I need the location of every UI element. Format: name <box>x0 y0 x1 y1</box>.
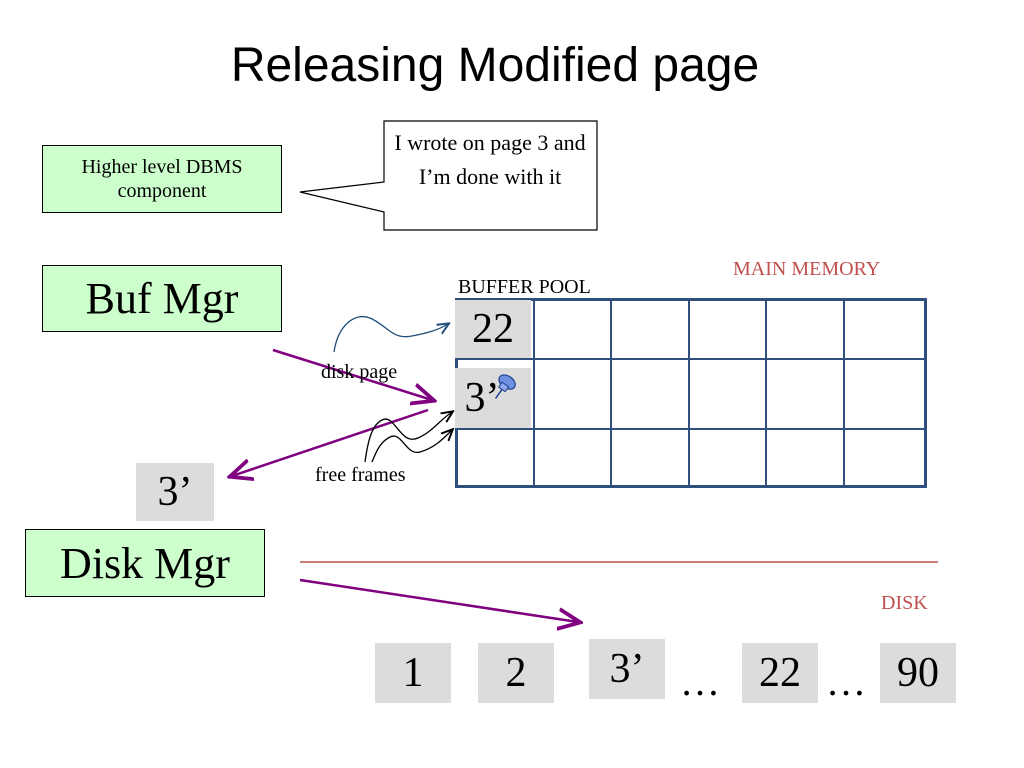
pool-page-3: 3’ <box>455 368 531 428</box>
disk-page-22: 22 <box>742 643 818 703</box>
pushpin-icon <box>495 374 516 399</box>
ellipsis: … <box>826 659 866 704</box>
higher-level-dbms-box: Higher level DBMS component <box>42 145 282 213</box>
disk-mgr-label: Disk Mgr <box>60 538 230 588</box>
disk-page-1-label: 1 <box>402 650 424 696</box>
pool-page-22-label: 22 <box>472 306 514 352</box>
grid-line <box>458 428 924 430</box>
disk-page-arrow <box>333 316 448 353</box>
disk-page-label: disk page <box>321 361 398 383</box>
disk-label: DISK <box>881 592 928 614</box>
disk-page-3-label: 3’ <box>609 646 645 692</box>
higher-level-dbms-label: Higher level DBMS component <box>81 156 243 202</box>
disk-page-2: 2 <box>478 643 554 703</box>
grid-line <box>765 301 767 485</box>
evicted-page-3: 3’ <box>136 463 214 521</box>
buffer-pool-label: BUFFER POOL <box>458 276 591 298</box>
diskmgr-to-disk-arrow <box>299 578 578 622</box>
grid-line <box>843 301 845 485</box>
slide-title: Releasing Modified page <box>230 39 760 92</box>
pool-to-evicted-arrow <box>232 408 429 476</box>
bufmgr-to-pool-arrow <box>272 348 432 400</box>
buf-mgr-label: Buf Mgr <box>85 274 239 323</box>
disk-page-90-label: 90 <box>897 650 939 696</box>
pool-page-3-label: 3’ <box>464 375 500 421</box>
ellipsis: … <box>680 659 720 704</box>
main-memory-label: MAIN MEMORY <box>733 258 881 280</box>
disk-page-3: 3’ <box>589 639 665 699</box>
evicted-page-3-label: 3’ <box>157 469 193 515</box>
grid-line <box>533 301 535 485</box>
disk-page-90: 90 <box>880 643 956 703</box>
grid-line <box>688 301 690 485</box>
grid-line <box>458 358 924 360</box>
disk-page-22-label: 22 <box>759 650 801 696</box>
disk-page-2-label: 2 <box>505 650 527 696</box>
pool-page-22: 22 <box>455 300 531 358</box>
disk-mgr-box: Disk Mgr <box>25 529 265 597</box>
grid-line <box>610 301 612 485</box>
disk-page-1: 1 <box>375 643 451 703</box>
speech-bubble-outline <box>299 120 598 231</box>
free-frame-arrow-2 <box>371 430 452 463</box>
buf-mgr-box: Buf Mgr <box>42 265 282 332</box>
free-frames-label: free frames <box>315 464 406 486</box>
free-frame-arrow-1 <box>364 412 452 463</box>
speech-bubble-text: I wrote on page 3 and I’m done with it <box>394 130 586 189</box>
